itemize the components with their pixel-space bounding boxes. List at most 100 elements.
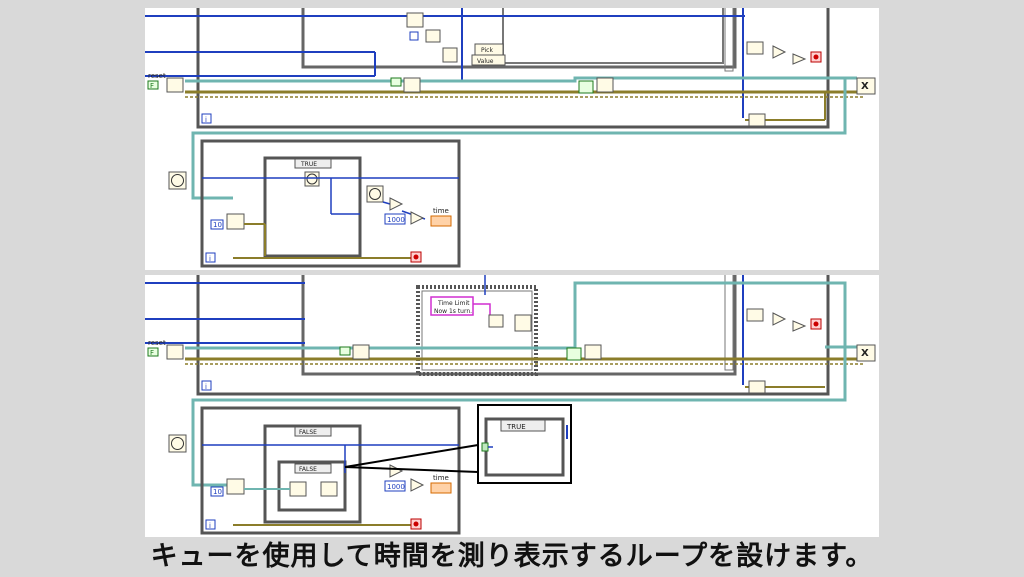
const-1000[interactable]: [384, 480, 406, 492]
svg-text:TRUE: TRUE: [300, 161, 317, 168]
stop-terminal-dot: [413, 254, 419, 260]
compare-node: [772, 312, 787, 326]
tunnel-terminal: [481, 442, 489, 452]
svg-text:FALSE: FALSE: [299, 429, 317, 436]
case-selector-false-outer[interactable]: [294, 426, 332, 437]
svg-text:X: X: [861, 348, 869, 359]
value-node[interactable]: [471, 54, 506, 66]
timer-case-structure: [263, 156, 362, 258]
svg-text:F: F: [150, 349, 154, 357]
dequeue-node[interactable]: [226, 213, 245, 230]
svg-text:1000: 1000: [387, 483, 405, 491]
svg-text:Time Limit: Time Limit: [437, 300, 470, 307]
stop-terminal-dot: [813, 54, 819, 60]
release-queue-node[interactable]: [856, 77, 876, 95]
caption-text: キューを使用して時間を測り表示するループを設けます。: [150, 541, 874, 572]
inner-case-structure: [277, 460, 347, 512]
reset-control[interactable]: [147, 347, 159, 357]
divide-node: [410, 478, 425, 492]
enqueue-node[interactable]: [289, 481, 307, 497]
top-block-diagram: reset F Pick Value X i TRUE 1000 time: [145, 1, 879, 270]
dequeue-node[interactable]: [226, 478, 245, 495]
clock-icon: [306, 173, 318, 185]
subtract-node: [389, 197, 404, 211]
timer-while-loop: [200, 139, 461, 268]
zoom-callout: [477, 404, 572, 484]
queue-status-node[interactable]: [748, 380, 766, 394]
svg-text:reset: reset: [148, 339, 166, 347]
enqueue-node[interactable]: [166, 344, 184, 360]
stop-terminal-dot: [813, 321, 819, 327]
queue-wire: [185, 76, 847, 200]
bool-constant[interactable]: [578, 80, 594, 94]
svg-text:i: i: [209, 522, 211, 530]
enqueue-node[interactable]: [596, 77, 614, 93]
svg-text:Pick: Pick: [481, 47, 493, 54]
clock-icon: [171, 437, 184, 450]
callout-leader: [344, 444, 479, 468]
callout-leader: [344, 466, 479, 473]
svg-text:Now 1s turn.: Now 1s turn.: [434, 308, 472, 315]
subtract-node: [389, 464, 404, 478]
svg-text:i: i: [205, 116, 207, 124]
svg-text:Value: Value: [477, 58, 494, 65]
dequeue-node[interactable]: [746, 41, 764, 55]
bool-constant[interactable]: [566, 347, 582, 361]
clock-icon: [369, 188, 381, 200]
svg-text:i: i: [209, 255, 211, 263]
svg-text:X: X: [861, 81, 869, 92]
dialog-node[interactable]: [514, 314, 532, 332]
queue-status-node[interactable]: [748, 113, 766, 127]
svg-text:i: i: [205, 383, 207, 391]
svg-text:time: time: [433, 474, 449, 482]
iteration-terminal: [205, 519, 216, 530]
bool-constant[interactable]: [339, 346, 351, 356]
array-node[interactable]: [442, 47, 458, 63]
time-indicator: [430, 482, 452, 494]
svg-text:10: 10: [213, 488, 222, 496]
const-10[interactable]: [210, 486, 224, 497]
enqueue-node[interactable]: [166, 77, 184, 93]
message-string-constant[interactable]: [430, 296, 474, 316]
case-selector-true[interactable]: [294, 158, 332, 169]
enqueue-node[interactable]: [403, 77, 421, 93]
top-diagram-canvas: reset F Pick Value X i TRUE 1000 time: [145, 1, 876, 268]
dequeue-node[interactable]: [406, 12, 424, 28]
svg-text:TRUE: TRUE: [506, 423, 526, 431]
bottom-block-diagram: Time Limit Now 1s turn. reset F X i FALS…: [145, 268, 879, 537]
const-1000[interactable]: [384, 213, 406, 225]
or-node: [792, 53, 807, 65]
svg-text:10: 10: [213, 221, 222, 229]
blue-wire: [382, 201, 391, 205]
outer-case-structure: [263, 424, 362, 524]
const-10[interactable]: [210, 219, 224, 230]
case-selector-true-zoom[interactable]: [500, 419, 546, 432]
reset-control[interactable]: [147, 80, 159, 90]
loop-border: [724, 269, 734, 371]
enqueue-node[interactable]: [352, 344, 370, 360]
dequeue-node[interactable]: [746, 308, 764, 322]
svg-text:1000: 1000: [387, 216, 405, 224]
iteration-terminal: [201, 113, 212, 124]
bottom-diagram-canvas: Time Limit Now 1s turn. reset F X i FALS…: [145, 268, 876, 535]
bool-constant[interactable]: [390, 77, 402, 87]
stop-terminal-dot: [413, 521, 419, 527]
release-queue-node[interactable]: [856, 344, 876, 362]
or-node: [792, 320, 807, 332]
clock-icon: [171, 174, 184, 187]
queue-wire: [185, 281, 847, 487]
one-button-dialog[interactable]: [488, 314, 504, 328]
loop-border: [724, 2, 734, 72]
enqueue-node[interactable]: [584, 344, 602, 360]
divide-node: [410, 211, 425, 225]
enqueue-node[interactable]: [320, 481, 338, 497]
compare-node: [772, 45, 787, 59]
svg-text:F: F: [150, 82, 154, 90]
flat-sequence: [416, 285, 538, 376]
case-selector-false-inner[interactable]: [294, 463, 332, 474]
numeric-constant[interactable]: [409, 31, 419, 41]
time-indicator: [430, 215, 452, 227]
reset-label: reset: [148, 72, 166, 80]
function-node[interactable]: [425, 29, 441, 43]
svg-text:FALSE: FALSE: [299, 466, 317, 473]
